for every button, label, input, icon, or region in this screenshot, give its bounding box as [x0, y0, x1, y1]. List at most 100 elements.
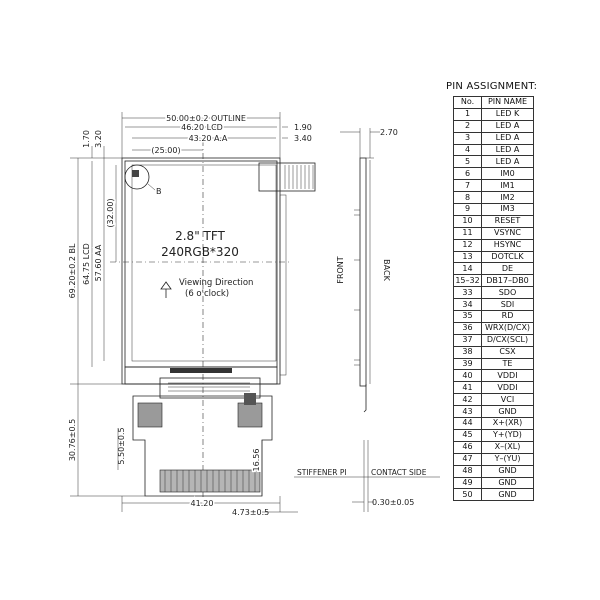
panel-size-label: 2.8" TFT — [175, 229, 225, 243]
pin-number: 42 — [453, 393, 482, 407]
pin-name: GND — [481, 488, 534, 502]
front-view: B 2.8" TFT 240RGB*320 Viewing Direction … — [67, 112, 316, 517]
pin-number: 35 — [453, 310, 482, 323]
detail-b-marker — [132, 170, 139, 177]
lcd-glass-outline — [124, 160, 278, 368]
pin-no-header: No. — [453, 96, 482, 109]
viewing-direction-label: Viewing Direction — [179, 278, 253, 288]
right-margin-dimension-1: 1.90 — [294, 123, 312, 132]
pin-number: 48 — [453, 464, 482, 478]
left-dimensions: 69.20±0.2 BL 64.75 LCD 57.60 AA (32.00) … — [67, 130, 145, 497]
pin-number: 33 — [453, 286, 482, 300]
pin-name: SDI — [481, 298, 534, 312]
fpc-thickness-dimension: 0.30±0.05 — [372, 498, 414, 507]
pin-number: 39 — [453, 357, 482, 371]
pin-number: 4 — [453, 143, 482, 157]
stiffener-label: STIFFENER PI — [297, 468, 347, 477]
aa-half-width-dimension: (25.00) — [151, 146, 180, 155]
pin-name: CSX — [481, 345, 534, 359]
pin-name: DE — [481, 262, 534, 276]
pin-number: 49 — [453, 476, 482, 490]
pin-name: GND — [481, 405, 534, 419]
glass-ledge — [124, 366, 278, 385]
aa-height-dimension: 57.60 AA — [94, 244, 103, 281]
pin-number: 37 — [453, 333, 482, 347]
pin-name: IM2 — [481, 191, 534, 205]
pin-name: IM0 — [481, 167, 534, 181]
pin-name: RESET — [481, 214, 534, 228]
top-fpc-tab — [258, 162, 316, 192]
pin-name: LED A — [481, 143, 534, 157]
driver-ic — [170, 368, 232, 373]
pin-number: 6 — [453, 167, 482, 181]
pin-name: DOTCLK — [481, 250, 534, 264]
pin-name-header: PIN NAME — [481, 96, 534, 109]
pin-number: 36 — [453, 321, 482, 335]
pin-number: 10 — [453, 214, 482, 228]
pin-name: HSYNC — [481, 238, 534, 252]
side-view: 2.70 FRONT BACK STIFFENER PI CONTACT SID… — [294, 128, 440, 512]
top-offset-dimension-2: 3.20 — [94, 130, 103, 148]
pin-number: 7 — [453, 179, 482, 193]
contact-side-label: CONTACT SIDE — [371, 468, 427, 477]
fpc-bend-marker — [244, 393, 256, 405]
pin-number: 41 — [453, 381, 482, 395]
top-dimensions: 50.00±0.2 OUTLINE 46.20 LCD 43.20 A.A (2… — [121, 112, 312, 158]
side-profile-ticks — [354, 209, 360, 366]
pin-name: Y–(YU) — [481, 452, 534, 466]
pin-name: IM1 — [481, 179, 534, 193]
pin-number: 15–32 — [453, 274, 482, 288]
side-profile — [359, 157, 367, 387]
pin-name: X–(XL) — [481, 440, 534, 454]
pin-number: 14 — [453, 262, 482, 276]
pin-number: 12 — [453, 238, 482, 252]
top-fpc-contacts — [284, 165, 314, 189]
fpc-neck — [159, 377, 261, 399]
pin-name: WRX(D/CX) — [481, 321, 534, 335]
aa-width-dimension: 43.20 A.A — [189, 134, 228, 143]
thickness-dimension: 2.70 — [380, 128, 398, 137]
pin-number: 50 — [453, 488, 482, 502]
fpc-pad-right — [237, 402, 263, 428]
fpc-contact-fingers — [159, 469, 261, 493]
pin-name: RD — [481, 310, 534, 323]
front-label: FRONT — [336, 256, 345, 283]
connector-dimension: 16.56 — [251, 440, 263, 496]
pin-number: 38 — [453, 345, 482, 359]
pin-number: 8 — [453, 191, 482, 205]
pin-number: 13 — [453, 250, 482, 264]
pin-number: 45 — [453, 428, 482, 442]
bl-height-dimension: 69.20±0.2 BL — [68, 243, 77, 298]
pin-number: 2 — [453, 119, 482, 133]
pin-name: D/CX(SCL) — [481, 333, 534, 347]
pin-name: SDO — [481, 286, 534, 300]
pin-name: X+(XR) — [481, 417, 534, 430]
pin-name: Y+(YD) — [481, 428, 534, 442]
